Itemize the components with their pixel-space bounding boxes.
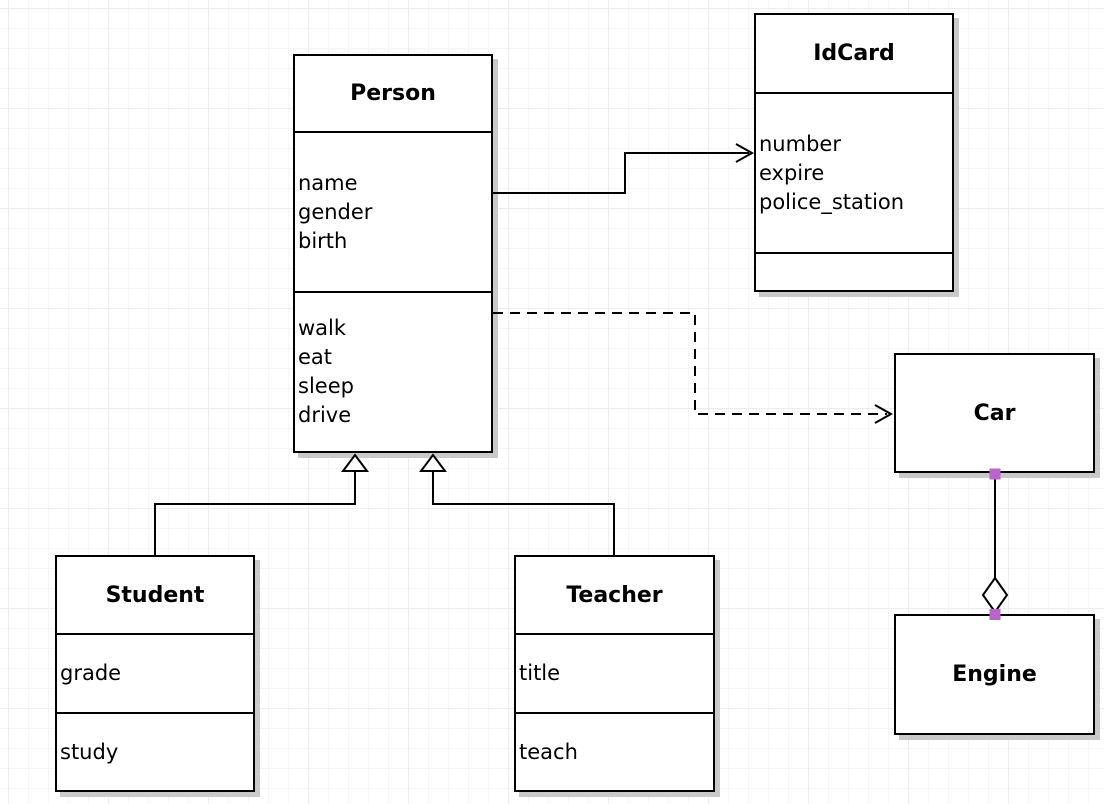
edge-person-car-dependency[interactable] <box>493 312 894 424</box>
class-teacher-methods: teach <box>516 714 713 790</box>
attribute: expire <box>759 160 825 185</box>
class-car-title: Car <box>973 400 1016 426</box>
edge-teacher-person-generalization[interactable] <box>419 453 615 555</box>
class-teacher-title: Teacher <box>516 557 713 635</box>
edge-student-person-generalization[interactable] <box>154 453 369 555</box>
edge-line[interactable] <box>432 471 615 555</box>
attribute: gender <box>298 199 373 224</box>
open-arrowhead-icon <box>735 143 755 163</box>
hollow-triangle-icon <box>341 453 369 472</box>
class-student[interactable]: Student grade study <box>55 555 255 792</box>
attribute: number <box>759 131 841 156</box>
class-idcard-title: IdCard <box>756 15 952 94</box>
class-person-attributes: name gender birth <box>295 133 491 293</box>
class-student-title: Student <box>57 557 253 635</box>
edge-car-engine-aggregation[interactable] <box>981 468 1009 621</box>
class-idcard-methods <box>756 254 952 290</box>
method: teach <box>519 739 578 764</box>
method: sleep <box>298 374 354 398</box>
method: study <box>60 739 119 764</box>
attribute: birth <box>298 228 348 253</box>
class-person[interactable]: Person name gender birth walk eat sleep … <box>293 54 493 453</box>
class-teacher[interactable]: Teacher title teach <box>514 555 715 792</box>
open-arrowhead-icon <box>874 404 894 424</box>
class-idcard-attributes: number expire police_station <box>756 94 952 254</box>
class-idcard[interactable]: IdCard number expire police_station <box>754 13 954 292</box>
attribute: grade <box>60 661 122 685</box>
edge-line[interactable] <box>493 312 887 415</box>
method: drive <box>298 403 352 427</box>
edge-line[interactable] <box>493 152 749 194</box>
hollow-triangle-icon <box>419 453 447 472</box>
class-car[interactable]: Car <box>894 353 1095 473</box>
hollow-diamond-icon <box>981 576 1009 614</box>
class-engine[interactable]: Engine <box>894 614 1095 735</box>
class-engine-title: Engine <box>952 662 1037 687</box>
class-person-methods: walk eat sleep drive <box>295 293 491 451</box>
class-student-attributes: grade <box>57 635 253 714</box>
class-student-methods: study <box>57 714 253 790</box>
method: eat <box>298 345 333 369</box>
edge-person-idcard-association[interactable] <box>493 143 755 194</box>
method: walk <box>298 316 347 340</box>
attribute: name <box>298 170 358 195</box>
attribute: police_station <box>759 189 905 214</box>
attribute: title <box>519 661 561 685</box>
class-person-title: Person <box>295 56 491 133</box>
edge-line[interactable] <box>154 471 356 555</box>
class-teacher-attributes: title <box>516 635 713 714</box>
